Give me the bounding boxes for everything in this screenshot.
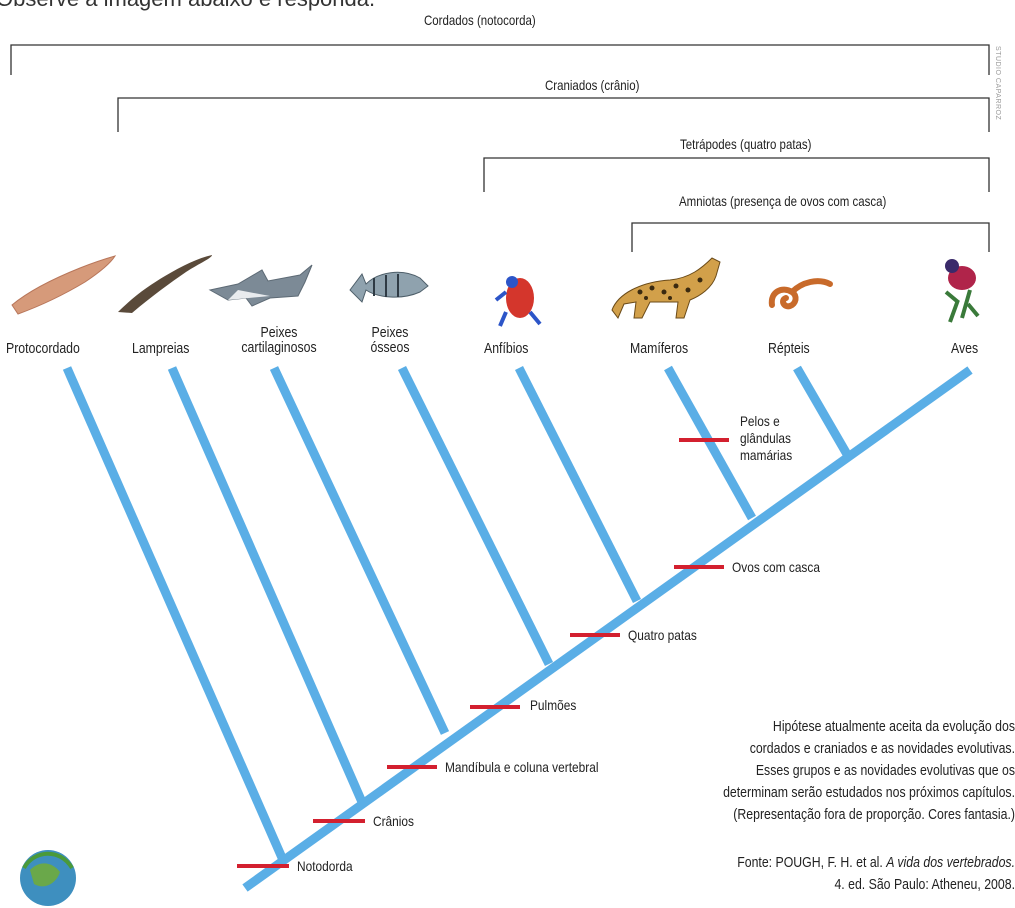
- caption-line: cordados e craniados e as novidades evol…: [671, 738, 1015, 760]
- trait-label-line: mamárias: [740, 447, 792, 463]
- caption-line: determinam serão estudados nos próximos …: [671, 782, 1015, 804]
- trait-label-cranios: Crânios: [373, 813, 414, 830]
- taxon-label-anfibios: Anfíbios: [484, 341, 528, 356]
- branch-peixes-osseos: [402, 368, 549, 664]
- trait-label-notocorda: Notodorda: [297, 858, 353, 875]
- ave-illustration: [945, 259, 978, 322]
- trait-marks: [237, 440, 729, 866]
- source-title: A vida dos vertebrados.: [886, 854, 1015, 871]
- taxon-label-mamiferos: Mamíferos: [630, 341, 688, 356]
- caption-line: (Representação fora de proporção. Cores …: [671, 804, 1015, 826]
- branch-repteis: [797, 368, 848, 456]
- clade-label-craniados: Craniados (crânio): [545, 77, 639, 93]
- branch-protocordado: [67, 368, 283, 860]
- taxon-label-peixes-cartilaginosos: Peixes cartilaginosos: [234, 325, 324, 355]
- trait-label-mandibula: Mandíbula e coluna vertebral: [445, 759, 598, 776]
- branch-lampreias: [172, 368, 362, 802]
- peixe-osseo-illustration: [350, 272, 428, 302]
- figure-source: Fonte: POUGH, F. H. et al. A vida dos ve…: [671, 852, 1015, 896]
- lampreia-illustration: [118, 255, 212, 313]
- branch-peixes-cartilaginosos: [274, 368, 445, 733]
- clade-label-cordados: Cordados (notocorda): [424, 12, 536, 28]
- globe-logo: [20, 850, 76, 906]
- source-prefix: Fonte: POUGH, F. H. et al.: [737, 854, 883, 871]
- trait-label-pulmoes: Pulmões: [530, 697, 576, 714]
- taxon-label-protocordado: Protocordado: [6, 341, 80, 356]
- taxon-label-line: cartilaginosos: [241, 339, 316, 356]
- trait-label-line: glândulas: [740, 430, 791, 446]
- taxon-label-lampreias: Lampreias: [132, 341, 189, 356]
- protocordado-illustration: [12, 256, 115, 314]
- bracket-cordados: [11, 45, 989, 75]
- bracket-amniotas: [632, 223, 989, 252]
- taxon-label-line: ósseos: [371, 339, 410, 356]
- clade-label-amniotas: Amniotas (presença de ovos com casca): [679, 193, 886, 209]
- caption-line: Hipótese atualmente aceita da evolução d…: [671, 716, 1015, 738]
- source-line-1: Fonte: POUGH, F. H. et al. A vida dos ve…: [671, 852, 1015, 874]
- trait-label-quatro-patas: Quatro patas: [628, 627, 697, 644]
- reptil-illustration: [772, 281, 830, 306]
- figure-caption: Hipótese atualmente aceita da evolução d…: [671, 716, 1015, 826]
- taxon-label-aves: Aves: [951, 341, 978, 356]
- taxon-label-peixes-osseos: Peixes ósseos: [357, 325, 423, 355]
- taxon-label-repteis: Répteis: [768, 341, 810, 356]
- trait-label-pelos: Pelos e glândulas mamárias: [740, 413, 792, 464]
- trait-label-line: Pelos e: [740, 413, 780, 429]
- branch-anfibios: [519, 368, 637, 601]
- trait-label-ovos: Ovos com casca: [732, 559, 820, 576]
- caption-line: Esses grupos e as novidades evolutivas q…: [671, 760, 1015, 782]
- clade-label-tetrapodes: Tetrápodes (quatro patas): [680, 136, 811, 152]
- mamifero-illustration: [612, 258, 720, 318]
- bracket-tetrapodes: [484, 158, 989, 192]
- source-line-2: 4. ed. São Paulo: Atheneu, 2008.: [671, 874, 1015, 896]
- bracket-craniados: [118, 98, 989, 132]
- peixe-cartilaginoso-illustration: [210, 265, 312, 306]
- anfibio-illustration: [496, 276, 540, 326]
- clade-brackets: [11, 45, 989, 252]
